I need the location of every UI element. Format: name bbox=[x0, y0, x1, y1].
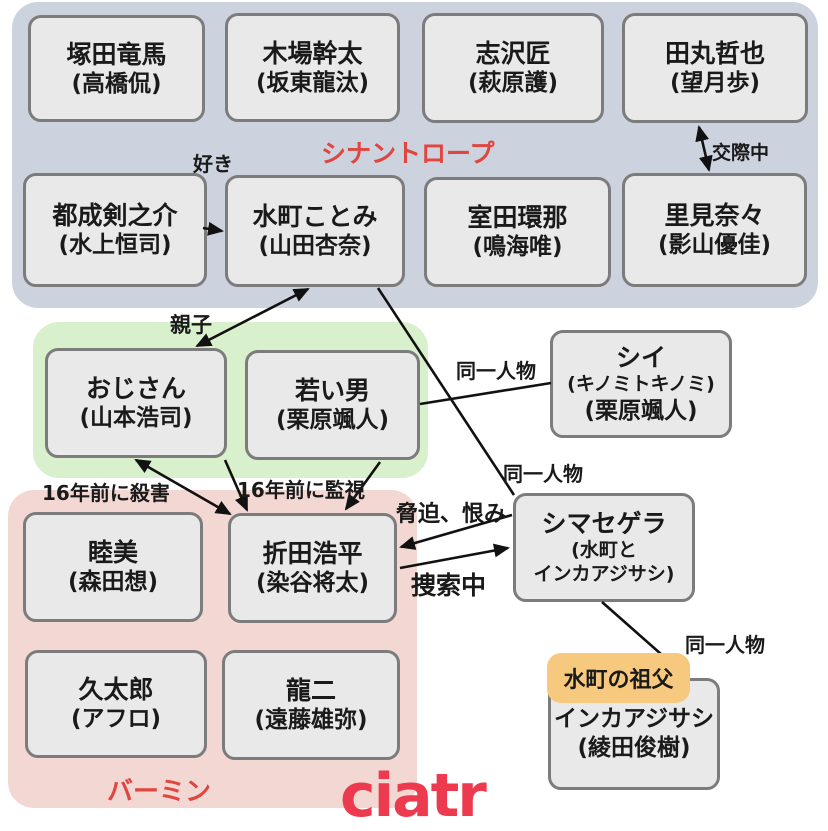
relation-label-kyouhaku: 脅迫、恨み bbox=[396, 502, 507, 527]
char-box-shizawa: 志沢匠 (萩原護) bbox=[422, 13, 604, 123]
char-box-murota: 室田環那 (鳴海唯) bbox=[424, 177, 611, 287]
char-name: 都成剣之介 bbox=[52, 201, 178, 230]
char-alias-line1: (水町と bbox=[571, 539, 637, 562]
char-actor: (森田想) bbox=[67, 569, 159, 596]
char-actor: (アフロ) bbox=[70, 706, 162, 733]
grandfather-tag-label: 水町の祖父 bbox=[563, 668, 674, 693]
char-box-kyutaro: 久太郎 (アフロ) bbox=[25, 650, 207, 758]
char-actor: (望月歩) bbox=[669, 70, 761, 97]
char-box-kiba: 木場幹太 (坂東龍汰) bbox=[225, 13, 400, 122]
char-box-tsukada: 塚田竜馬 (高橋侃) bbox=[28, 15, 205, 122]
char-box-shii: シイ (キノミトキノミ) (栗原颯人) bbox=[550, 330, 732, 438]
char-box-orita: 折田浩平 (染谷将太) bbox=[228, 513, 397, 623]
group-label-sinanthrope: シナントロープ bbox=[321, 139, 495, 168]
relation-label-sousaku: 捜索中 bbox=[411, 571, 487, 600]
char-actor: (鳴海唯) bbox=[472, 234, 563, 261]
char-name: 久太郎 bbox=[78, 675, 154, 704]
relation-label-douitsu-3: 同一人物 bbox=[685, 633, 765, 657]
relation-label-douitsu-2: 同一人物 bbox=[503, 462, 583, 486]
char-name: 水町ことみ bbox=[252, 202, 378, 231]
char-name: シマセゲラ bbox=[541, 509, 667, 539]
char-name: インカアジサシ bbox=[553, 706, 715, 733]
line-douitsu-wakaiotoko-shii bbox=[419, 381, 552, 406]
group-label-vermin: バーミン bbox=[107, 777, 212, 807]
char-name: 志沢匠 bbox=[475, 39, 551, 68]
char-actor: (染谷将太) bbox=[255, 570, 370, 597]
char-actor: (影山優佳) bbox=[657, 232, 772, 259]
relation-label-kousai: 交際中 bbox=[712, 142, 770, 164]
char-name: 木場幹太 bbox=[262, 38, 363, 68]
char-name: おじさん bbox=[85, 374, 186, 403]
char-name: 室田環那 bbox=[467, 203, 568, 232]
ciatr-logo: ciatr bbox=[340, 761, 487, 831]
char-alias: (キノミトキノミ) bbox=[567, 373, 715, 396]
char-name: 塚田竜馬 bbox=[66, 39, 167, 69]
relation-label-douitsu-1: 同一人物 bbox=[456, 359, 536, 383]
relation-label-suki: 好き bbox=[193, 152, 233, 176]
char-actor: (水上恒司) bbox=[58, 232, 172, 259]
char-actor: (遠藤雄弥) bbox=[254, 707, 368, 734]
char-box-tamaru: 田丸哲也 (望月歩) bbox=[622, 13, 808, 123]
char-name: 田丸哲也 bbox=[664, 39, 765, 68]
char-box-satomi: 里見奈々 (影山優佳) bbox=[622, 173, 807, 287]
char-alias-line2: インカアジサシ) bbox=[533, 563, 675, 586]
char-box-tonari: 都成剣之介 (水上恒司) bbox=[23, 173, 207, 287]
char-actor: (栗原颯人) bbox=[275, 407, 390, 434]
char-actor: (萩原護) bbox=[467, 70, 559, 97]
char-box-wakai-otoko: 若い男 (栗原颯人) bbox=[245, 350, 420, 460]
char-actor: (山田杏奈) bbox=[258, 233, 372, 260]
char-box-ojisan: おじさん (山本浩司) bbox=[45, 348, 227, 458]
char-name: 里見奈々 bbox=[664, 201, 765, 230]
char-name: 折田浩平 bbox=[262, 539, 363, 568]
char-name: 若い男 bbox=[294, 376, 370, 405]
char-box-mizumachi: 水町ことみ (山田杏奈) bbox=[225, 175, 405, 287]
relation-label-satsugai: 16年前に殺害 bbox=[42, 481, 170, 505]
char-actor: (坂東龍汰) bbox=[255, 69, 370, 96]
char-actor: (綾田俊樹) bbox=[577, 735, 691, 761]
char-name: シイ bbox=[615, 343, 666, 373]
char-name: 睦美 bbox=[87, 538, 138, 567]
char-actor: (栗原颯人) bbox=[584, 398, 698, 425]
relation-label-kanshi: 16年前に監視 bbox=[237, 478, 365, 502]
char-box-mutsumi: 睦美 (森田想) bbox=[23, 512, 203, 622]
char-actor: (山本浩司) bbox=[79, 405, 193, 432]
grandfather-tag: 水町の祖父 bbox=[547, 653, 690, 703]
char-actor: (高橋侃) bbox=[71, 70, 162, 97]
char-box-ryuji: 龍二 (遠藤雄弥) bbox=[222, 650, 400, 760]
char-box-shimasegera: シマセゲラ (水町と インカアジサシ) bbox=[513, 493, 695, 602]
relation-label-oyako: 親子 bbox=[170, 313, 212, 337]
char-name: 龍二 bbox=[285, 676, 336, 705]
